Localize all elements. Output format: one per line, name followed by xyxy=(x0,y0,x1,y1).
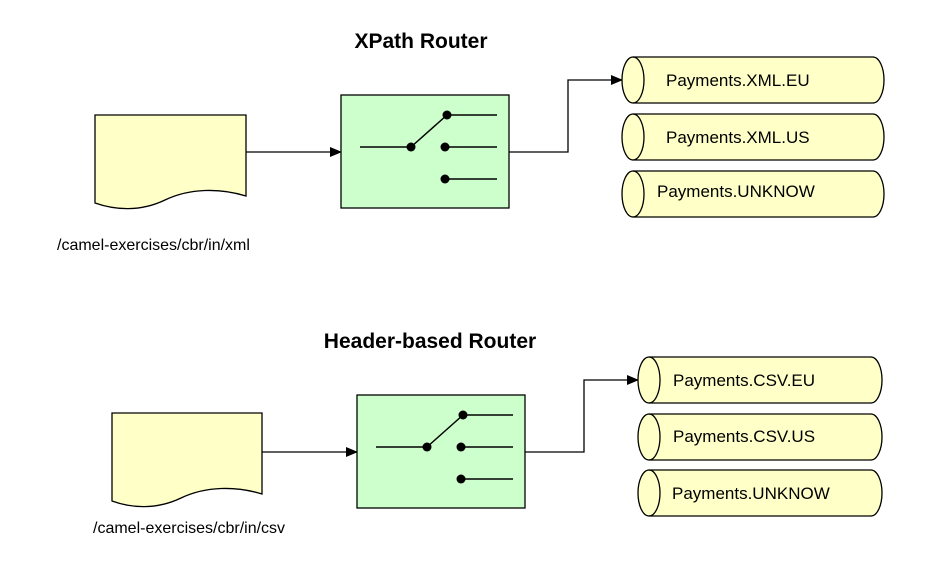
source-path-label: /camel-exercises/cbr/in/xml xyxy=(57,237,250,254)
queue-label: Payments.CSV.EU xyxy=(673,371,815,390)
source-document-icon xyxy=(111,412,263,508)
switch-icon xyxy=(360,110,497,184)
queue-item: Payments.CSV.EU xyxy=(637,356,883,404)
xpath-router-group: XPath Router /camel-exercises/cbr/in/xml… xyxy=(57,30,885,254)
source-path-label: /camel-exercises/cbr/in/csv xyxy=(93,520,285,537)
content-router-box xyxy=(340,94,510,209)
queue-item: Payments.UNKNOW xyxy=(621,170,885,218)
source-document-icon xyxy=(94,114,247,210)
router-title: XPath Router xyxy=(354,30,487,53)
header-router-group: Header-based Router /camel-exercises/cbr… xyxy=(93,330,883,537)
queue-label: Payments.XML.EU xyxy=(666,71,810,90)
queue-label: Payments.UNKNOW xyxy=(672,484,830,503)
switch-icon xyxy=(376,410,513,484)
queue-item: Payments.XML.EU xyxy=(621,56,885,104)
output-connector-arrow xyxy=(509,75,623,153)
queue-item: Payments.UNKNOW xyxy=(637,469,883,517)
output-connector-arrow xyxy=(525,375,639,453)
content-router-box xyxy=(356,394,526,509)
queue-item: Payments.CSV.US xyxy=(637,413,883,461)
router-title: Header-based Router xyxy=(324,330,536,353)
queue-label: Payments.XML.US xyxy=(666,128,810,147)
queue-item: Payments.XML.US xyxy=(621,113,885,161)
queue-label: Payments.UNKNOW xyxy=(657,182,815,201)
queue-label: Payments.CSV.US xyxy=(673,427,815,446)
